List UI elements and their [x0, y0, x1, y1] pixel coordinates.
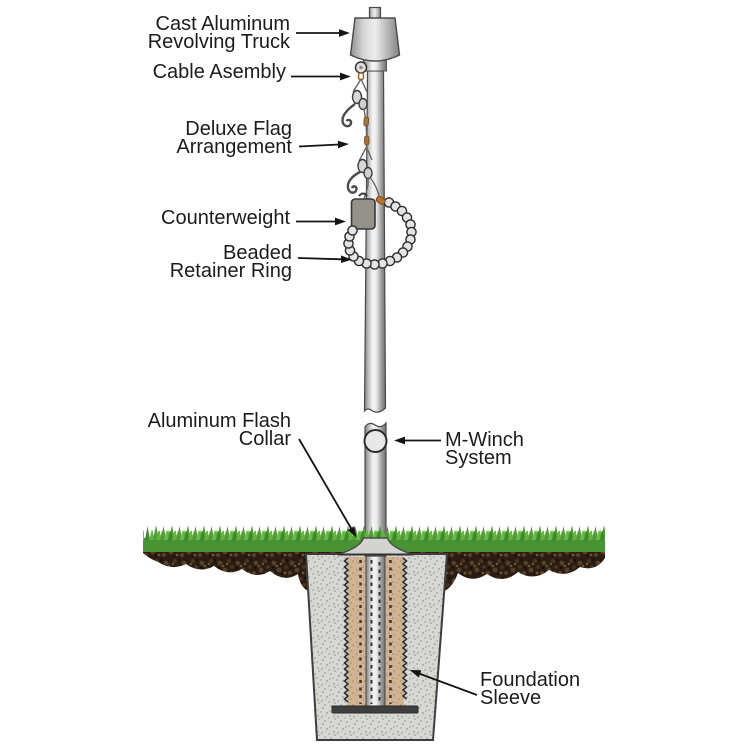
counterweight-group	[350, 198, 376, 230]
label-line: Beaded	[223, 242, 292, 264]
snap-hook-lower	[346, 170, 361, 194]
arrow-beaded	[297, 255, 352, 264]
label-counterweight: Counterweight	[161, 207, 290, 229]
sleeve-zigzag-left	[343, 557, 350, 703]
snap-hook-upper	[341, 103, 356, 128]
sleeve-zigzag-right	[401, 557, 408, 700]
pole-below-ground	[331, 555, 419, 714]
counterweight-shape	[350, 198, 376, 230]
truck-cap	[349, 17, 401, 62]
label-m-winch-system: M-Winch System	[445, 429, 524, 469]
foundation-sleeve-group	[343, 557, 408, 707]
label-line: Cast Aluminum	[155, 13, 291, 35]
label-line: Retainer Ring	[169, 259, 292, 282]
label-line: Cable Asembly	[152, 61, 286, 83]
label-foundation-sleeve: Foundation Sleeve	[480, 669, 581, 709]
arrow-foundation	[409, 670, 478, 696]
label-line: M-Winch	[445, 429, 524, 451]
flash-collar	[337, 537, 414, 556]
retainer-link	[375, 195, 386, 205]
label-line: Sleeve	[480, 686, 542, 709]
revolving-truck-group	[349, 6, 401, 74]
truck-finial	[368, 6, 382, 20]
leader-arrows	[291, 29, 478, 696]
label-deluxe-flag: Deluxe Flag Arrangement	[176, 118, 292, 158]
label-line: Deluxe Flag	[185, 118, 292, 140]
pole-lower-section	[363, 421, 388, 557]
winch-access-hole	[363, 429, 388, 453]
label-flash-collar: Aluminum Flash Collar	[147, 410, 291, 450]
beaded-retainer-ring	[343, 195, 417, 270]
label-revolving-truck: Cast Aluminum Revolving Truck	[147, 13, 291, 53]
label-line: Counterweight	[161, 207, 290, 229]
label-line: Revolving Truck	[147, 30, 290, 53]
label-line: Arrangement	[176, 135, 292, 158]
arrow-collar	[298, 438, 357, 538]
label-beaded-retainer-ring: Beaded Retainer Ring	[169, 242, 292, 282]
label-line: Collar	[238, 427, 291, 450]
label-line: Aluminum Flash	[147, 410, 291, 432]
label-cable-assembly: Cable Asembly	[152, 61, 286, 83]
arrow-flag	[298, 140, 349, 149]
pole-baseplate	[331, 705, 419, 714]
grass-band	[143, 526, 605, 552]
label-line: System	[445, 446, 512, 469]
label-line: Foundation	[480, 669, 581, 691]
